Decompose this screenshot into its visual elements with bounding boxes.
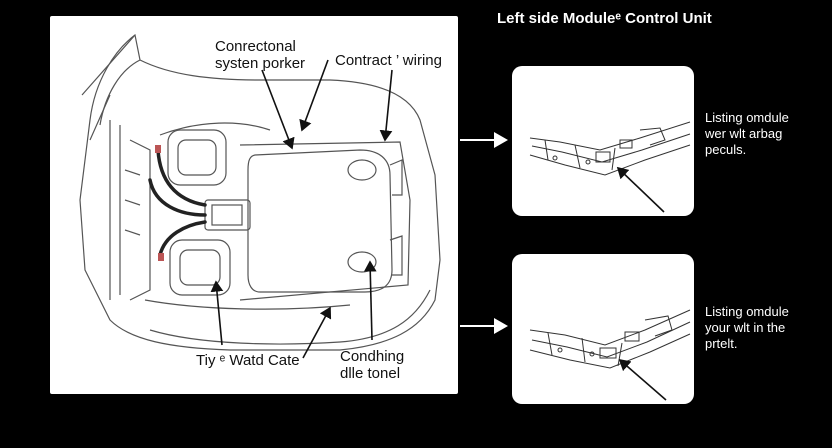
label-condhing-tonel: Condhing dlle tonel [340,348,405,382]
label-connectional-system: Conrectonal systen porker [215,38,306,72]
detail-top-caption: Listing omdule wer wlt arbag peculs. [705,110,789,157]
label-watd-cate: Tiy ᵉ Watd Cate [196,352,300,369]
callout-arrows [210,59,393,359]
detail-bottom-caption: Listing omdule your wlt in the prtelt. [705,304,789,351]
connector-ends [155,145,164,261]
label-contract-wiring: Contract ’ wiring [335,52,442,69]
page-title: Left side Moduleᵉ Control Unit [497,10,712,27]
car-body-outline [79,33,441,351]
detail-panel-top [512,66,694,216]
detail-arrows [460,132,508,334]
detail-top-module-art [529,121,691,176]
detail-panel-bottom [512,254,694,404]
wiring-harness [148,148,207,257]
detail-bottom-module-art [529,309,691,369]
